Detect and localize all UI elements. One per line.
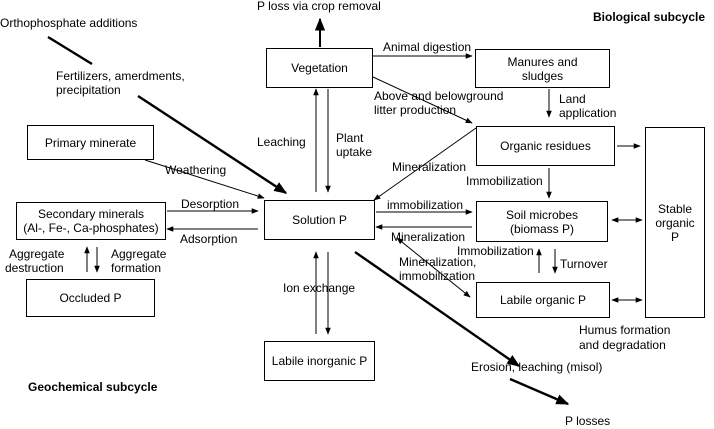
secondary-label-line1: Secondary minerals: [37, 207, 145, 221]
label-plant-uptake-line1: Plant: [336, 131, 364, 145]
occluded-p-box: Occluded P: [26, 279, 155, 317]
organic-residues-box: Organic residues: [476, 126, 615, 166]
labile-inorganic-p-box: Labile inorganic P: [264, 341, 375, 381]
geochemical-subcycle-title: Geochemical subcycle: [28, 380, 158, 394]
stable-label-line3: P: [670, 229, 679, 244]
manures-label-line1: Manures and: [507, 54, 578, 69]
label-aggregate-destruction-line2: destruction: [5, 261, 64, 275]
label-leaching: Leaching: [257, 135, 306, 149]
label-adsorption: Adsorption: [180, 232, 238, 246]
label-p-losses: P losses: [565, 414, 611, 428]
label-erosion: Erosion, leaching (misol): [471, 360, 603, 374]
labile-organic-p-label: Labile organic P: [499, 293, 587, 307]
label-fertilizers-line1: Fertilizers, amerdments,: [56, 69, 185, 83]
soil-microbes-box: Soil microbes (biomass P): [476, 201, 608, 242]
arrow-mineralization-top: [373, 127, 477, 201]
labile-organic-p-box: Labile organic P: [476, 282, 610, 318]
arrow-min-immob: [396, 237, 471, 298]
label-mineralization-top: Mineralization: [392, 160, 467, 174]
label-land-line2: application: [559, 106, 617, 120]
stable-organic-p-box: Stable organic P: [645, 127, 705, 318]
label-immobilization-mid: immobilization: [387, 198, 464, 212]
label-humus-line1: Humus formation: [579, 323, 671, 337]
label-land-line1: Land: [559, 92, 586, 106]
soil-microbes-label-line1: Soil microbes: [505, 207, 579, 222]
manures-box: Manures and sludges: [475, 49, 610, 88]
label-humus-line2: and degradation: [579, 338, 666, 352]
label-mineralization-mid: Mineralization: [391, 230, 466, 244]
stable-label-line1: Stable: [657, 201, 693, 216]
arrow-weathering: [144, 159, 265, 199]
solution-p-label: Solution P: [292, 213, 347, 227]
label-min-immob-line2: immobilization: [399, 269, 476, 283]
soil-microbes-label-line2: (biomass P): [509, 221, 574, 236]
label-above-below-line1: Above and belowground: [374, 89, 504, 103]
secondary-label-line2: (Al-, Fe-, Ca-phosphates): [23, 221, 159, 235]
label-weathering: Weathering: [165, 163, 227, 177]
vegetation-label: Vegetation: [291, 61, 348, 75]
arrow-erosion: [354, 251, 521, 367]
primary-minerate-box: Primary minerate: [27, 125, 154, 160]
label-immobilization-low: Immobilization: [457, 244, 534, 258]
label-aggregate-destruction-line1: Aggregate: [9, 247, 65, 261]
label-fertilizers-line2: precipitation: [56, 83, 121, 97]
occluded-p-label: Occluded P: [59, 291, 122, 305]
label-aggregate-formation-line1: Aggregate: [111, 247, 167, 261]
labile-inorganic-p-label: Labile inorganic P: [271, 354, 368, 368]
label-animal-digestion: Animal digestion: [383, 40, 472, 54]
label-turnover: Turnover: [560, 257, 608, 271]
label-orthophosphate: Orthophosphate additions: [0, 16, 138, 30]
label-immobilization-right: Immobilization: [466, 174, 543, 188]
arrow-p-losses: [509, 377, 570, 406]
manures-label-line2: sludges: [521, 68, 564, 83]
label-desorption: Desorption: [181, 197, 240, 211]
stable-label-line2: organic: [655, 215, 695, 230]
label-ion-exchange: Ion exchange: [283, 281, 356, 295]
line-orthophosphate: [47, 35, 93, 66]
secondary-minerals-box: Secondary minerals (Al-, Fe-, Ca-phospha…: [16, 202, 166, 240]
label-p-loss-crop: P loss via crop removal: [257, 0, 381, 13]
label-above-below-line2: litter production: [374, 103, 457, 117]
primary-minerate-label: Primary minerate: [44, 135, 137, 150]
organic-residues-label: Organic residues: [500, 139, 591, 153]
label-aggregate-formation-line2: formation: [111, 261, 162, 275]
vegetation-box: Vegetation: [266, 48, 373, 88]
solution-p-box: Solution P: [264, 200, 375, 240]
label-plant-uptake-line2: uptake: [336, 145, 373, 159]
label-min-immob-line1: Mineralization,: [399, 255, 477, 269]
arrow-litter: [372, 76, 473, 124]
biological-subcycle-title: Biological subcycle: [593, 10, 706, 24]
arrow-fertilizers: [137, 94, 288, 195]
